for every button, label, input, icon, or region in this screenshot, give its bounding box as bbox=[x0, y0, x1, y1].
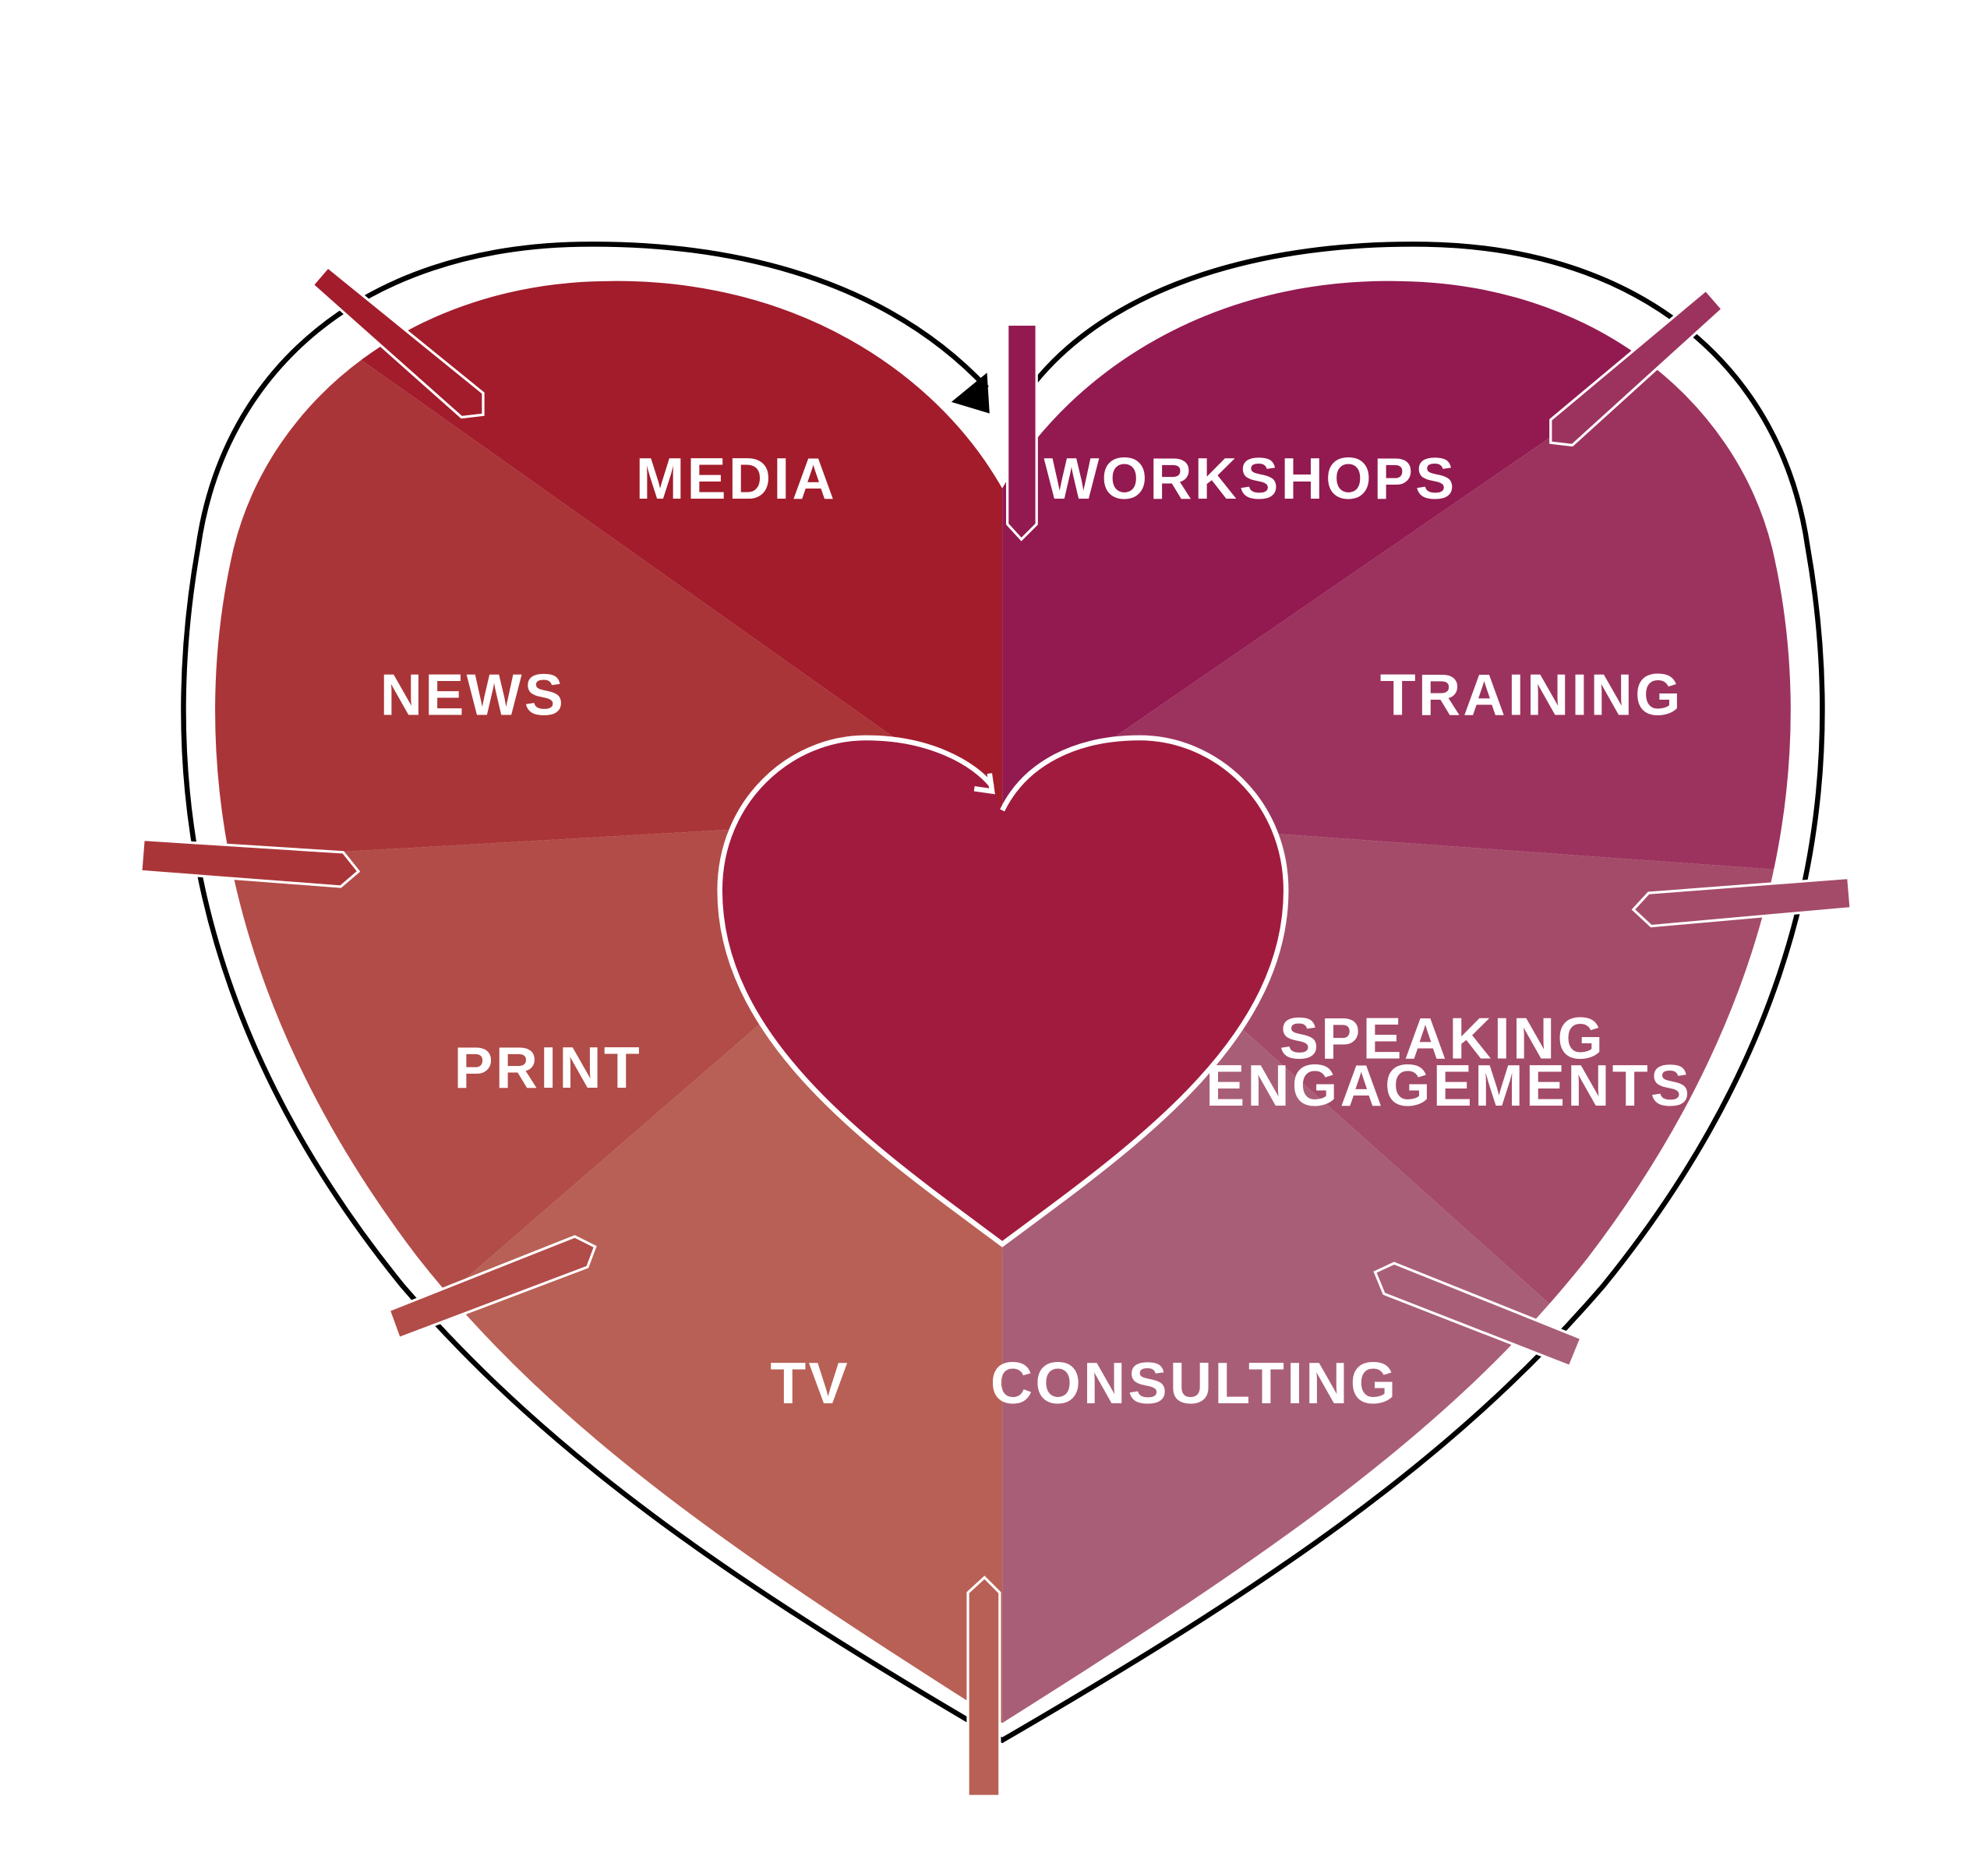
pencil-tabs bbox=[139, 265, 1852, 1798]
pencil-consulting-icon bbox=[1373, 1261, 1584, 1368]
segment-news bbox=[211, 343, 1003, 866]
label-speaking-line2: ENGAGEMENTS bbox=[1206, 1053, 1692, 1118]
pencil-bottom-icon bbox=[966, 1575, 1001, 1798]
label-training: TRAINING bbox=[1380, 662, 1683, 728]
label-news: NEWS bbox=[380, 662, 566, 728]
outline-arrowhead-icon bbox=[951, 372, 990, 414]
label-tv: TV bbox=[770, 1350, 850, 1416]
segment-training bbox=[1002, 343, 1795, 878]
pencil-workshops-icon bbox=[1549, 288, 1725, 447]
pencil-news-icon bbox=[139, 838, 361, 888]
inner-heart-border bbox=[207, 273, 1799, 1732]
label-workshops: WORKSHOPS bbox=[1043, 446, 1457, 511]
label-print: PRINT bbox=[454, 1035, 642, 1100]
outer-heart-outline bbox=[181, 242, 1825, 1744]
label-speaking-line1: SPEAKING bbox=[1280, 1005, 1605, 1071]
label-consulting: CONSULTING bbox=[990, 1350, 1399, 1416]
pencil-top-icon bbox=[1006, 323, 1038, 542]
pencil-training-icon bbox=[1631, 876, 1852, 928]
pencil-print-icon bbox=[387, 1235, 597, 1340]
center-heart bbox=[717, 735, 1289, 1247]
label-media: MEDIA bbox=[636, 446, 837, 511]
center-heart-arrowhead-icon bbox=[973, 773, 995, 795]
pencil-media-icon bbox=[310, 265, 485, 419]
